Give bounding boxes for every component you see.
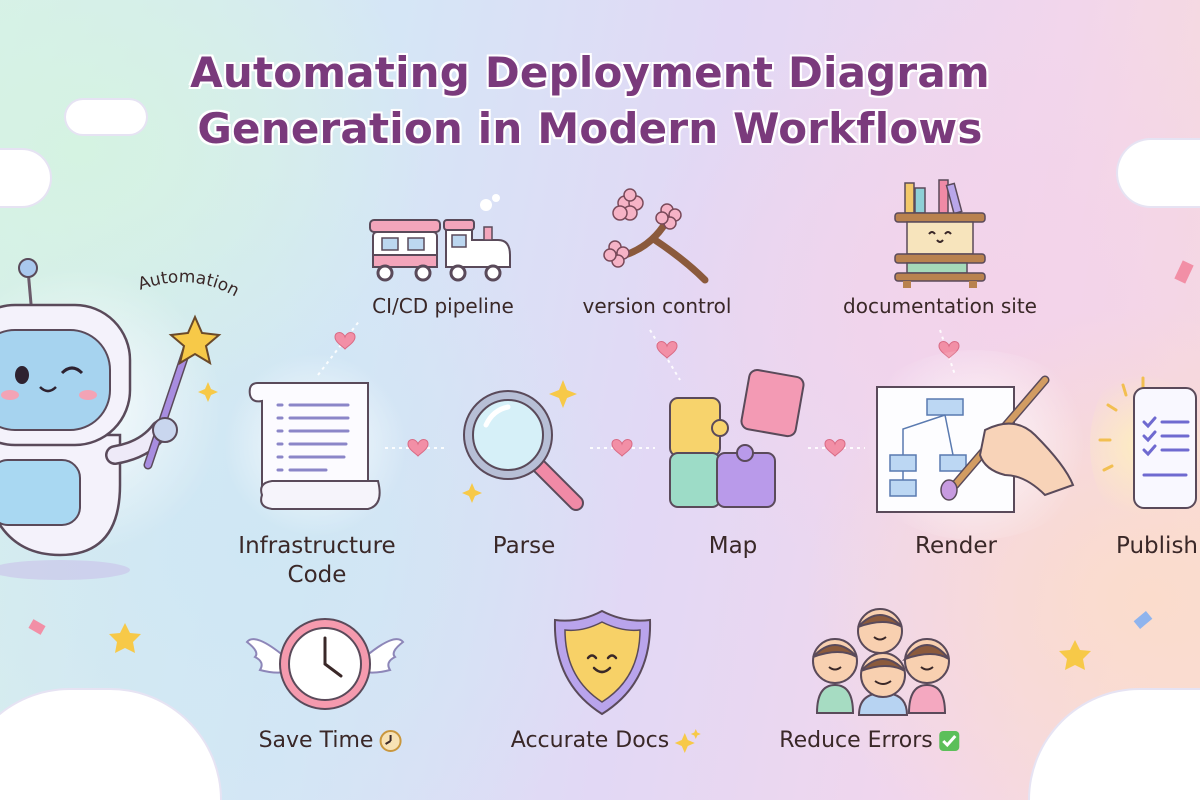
step-label-parse: Parse xyxy=(492,533,556,559)
heart-icon xyxy=(824,439,846,457)
heart-icon xyxy=(611,439,633,457)
cloud xyxy=(0,150,50,206)
benefit-label: Accurate Docs xyxy=(510,728,670,753)
benefit-accurate-docs: Accurate Docs xyxy=(510,727,702,755)
benefit-label: Save Time xyxy=(258,728,374,753)
scroll-icon xyxy=(248,382,381,510)
check-mark-emoji-icon xyxy=(939,731,960,751)
happy-people-icon xyxy=(812,608,950,716)
clock-emoji-icon xyxy=(379,730,402,752)
smiling-shield-icon xyxy=(553,609,652,716)
page-title-line-2: Generation in Modern Workflows xyxy=(197,104,983,153)
robot-mascot-icon xyxy=(0,258,222,580)
sparkles-emoji-icon xyxy=(675,729,702,753)
cloud xyxy=(1118,140,1200,206)
heart-icon xyxy=(656,341,678,359)
paintbrush-diagram-icon xyxy=(876,375,1075,513)
heart-icon xyxy=(407,439,429,457)
cloud xyxy=(66,100,146,134)
benefit-reduce-errors: Reduce Errors xyxy=(779,727,960,755)
train-icon xyxy=(369,194,511,282)
winged-clock-icon xyxy=(245,618,405,710)
heart-icon xyxy=(334,332,356,350)
page-title-line-1: Automating Deployment Diagram xyxy=(190,48,990,97)
checklist-document-icon xyxy=(1098,376,1197,509)
cherry-blossom-branch-icon xyxy=(603,188,709,284)
integration-label-ci-cd: CI/CD pipeline xyxy=(372,294,514,318)
step-label-map: Map xyxy=(708,533,758,559)
benefit-save-time: Save Time xyxy=(259,727,402,755)
integration-label-version-control: version control xyxy=(582,294,732,318)
automation-caption: Automation xyxy=(136,267,243,301)
step-label-publish: Publish xyxy=(1116,533,1198,559)
step-label-infrastructure-code: Infrastructure Code xyxy=(238,533,396,588)
benefit-label: Reduce Errors xyxy=(779,728,933,753)
bookshelf-icon xyxy=(894,179,986,288)
sparkle-icons xyxy=(109,380,1091,670)
puzzle-icon xyxy=(669,369,805,508)
step-label-render: Render xyxy=(915,533,997,559)
integration-label-documentation-site: documentation site xyxy=(843,294,1037,318)
magnifying-glass-icon xyxy=(463,390,584,511)
